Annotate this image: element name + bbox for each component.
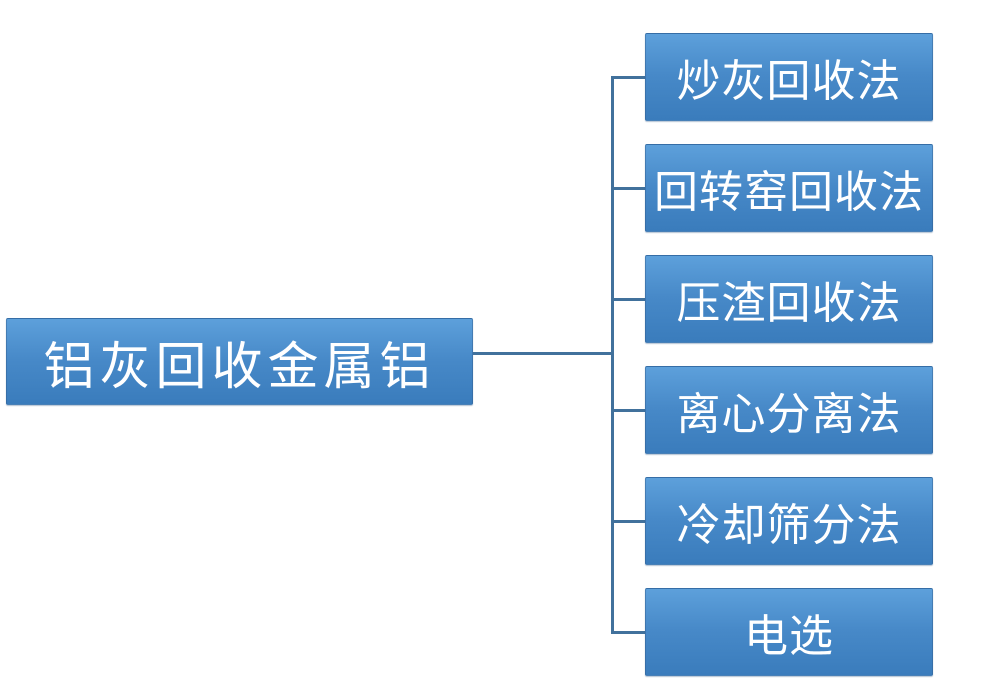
- child-node-label: 冷却筛分法: [676, 501, 902, 550]
- connector-root-to-trunk: [473, 352, 613, 355]
- connector-branch-4: [611, 409, 645, 412]
- connector-branch-5: [611, 520, 645, 523]
- child-node-label: 回转窑回收法: [654, 168, 924, 217]
- child-node-dianxuan[interactable]: 电选: [645, 588, 933, 676]
- child-node-label: 压渣回收法: [676, 279, 902, 328]
- connector-branch-2: [611, 187, 645, 190]
- child-node-chaohui[interactable]: 炒灰回收法: [645, 33, 933, 121]
- child-node-label: 离心分离法: [676, 390, 902, 439]
- connector-trunk: [611, 76, 614, 633]
- connector-branch-6: [611, 631, 645, 634]
- child-node-lengqueshaifen[interactable]: 冷却筛分法: [645, 477, 933, 565]
- child-node-lixinfenli[interactable]: 离心分离法: [645, 366, 933, 454]
- connector-branch-1: [611, 76, 645, 79]
- child-node-huizhuanyao[interactable]: 回转窑回收法: [645, 144, 933, 232]
- root-node-label: 铝灰回收金属铝: [43, 339, 436, 396]
- child-node-label: 电选: [744, 612, 834, 661]
- connector-branch-3: [611, 298, 645, 301]
- child-node-yazha[interactable]: 压渣回收法: [645, 255, 933, 343]
- child-node-label: 炒灰回收法: [676, 57, 902, 106]
- root-node[interactable]: 铝灰回收金属铝: [6, 318, 473, 405]
